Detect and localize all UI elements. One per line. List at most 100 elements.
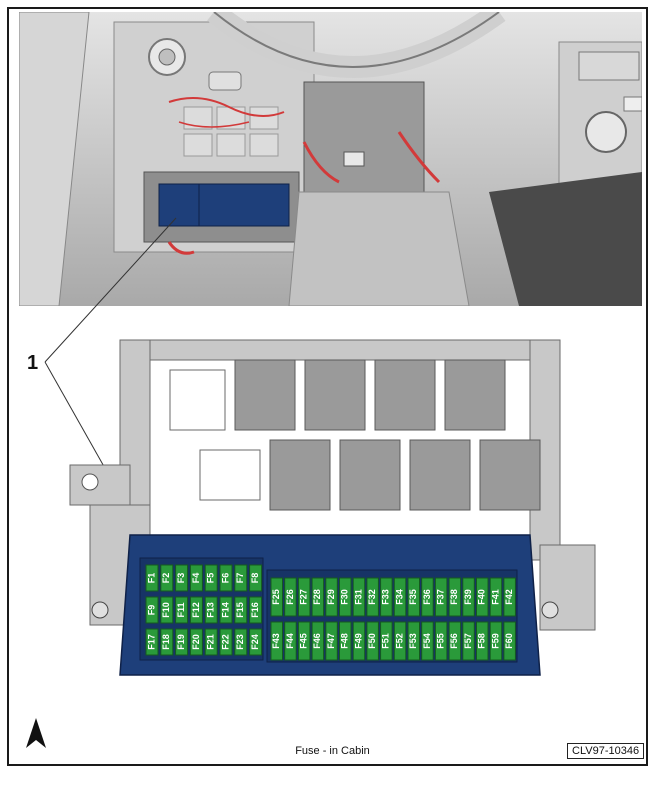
- fuse-f17: F17: [145, 628, 159, 656]
- fuse-f55: F55: [434, 621, 448, 661]
- svg-text:F29: F29: [326, 589, 336, 605]
- svg-text:F31: F31: [353, 589, 363, 605]
- svg-text:F28: F28: [312, 589, 322, 605]
- fuse-f29: F29: [325, 577, 338, 617]
- svg-text:F38: F38: [449, 589, 459, 605]
- fuse-f57: F57: [462, 621, 475, 661]
- fuse-f14: F14: [219, 596, 233, 624]
- svg-text:F50: F50: [367, 633, 377, 649]
- fuse-f18: F18: [160, 628, 174, 656]
- fuse-f52: F52: [393, 621, 407, 661]
- svg-text:F34: F34: [394, 589, 404, 605]
- reference-code: CLV97-10346: [567, 743, 645, 759]
- svg-text:F37: F37: [436, 589, 446, 605]
- svg-text:F52: F52: [394, 633, 404, 649]
- fuse-f40: F40: [476, 577, 489, 617]
- svg-text:F30: F30: [340, 589, 350, 605]
- fuse-f30: F30: [339, 577, 352, 617]
- svg-text:F43: F43: [271, 633, 281, 649]
- svg-text:F26: F26: [285, 589, 295, 605]
- svg-text:F55: F55: [436, 633, 446, 649]
- svg-text:F12: F12: [191, 602, 201, 618]
- svg-text:F4: F4: [191, 573, 201, 584]
- svg-text:F6: F6: [220, 573, 230, 584]
- svg-text:F22: F22: [220, 634, 230, 650]
- fuse-f35: F35: [407, 577, 420, 617]
- fuse-f24: F24: [249, 628, 263, 656]
- svg-text:F7: F7: [235, 573, 245, 584]
- fuse-f22: F22: [219, 628, 233, 656]
- fuse-f49: F49: [352, 621, 366, 661]
- fuse-f42: F42: [503, 577, 516, 617]
- fuse-f11: F11: [175, 596, 189, 624]
- svg-text:F44: F44: [285, 633, 295, 649]
- svg-text:F39: F39: [463, 589, 473, 605]
- fuse-f51: F51: [380, 621, 393, 661]
- north-arrow-icon: [26, 718, 46, 753]
- fuse-f37: F37: [434, 577, 448, 617]
- svg-text:F54: F54: [422, 633, 432, 649]
- svg-text:F1: F1: [146, 573, 156, 584]
- svg-text:F15: F15: [235, 602, 245, 618]
- svg-text:F49: F49: [353, 633, 363, 649]
- svg-text:F41: F41: [490, 589, 500, 605]
- svg-text:F16: F16: [250, 602, 260, 618]
- svg-text:F59: F59: [490, 633, 500, 649]
- svg-text:F57: F57: [463, 633, 473, 649]
- dashboard-illustration: [19, 12, 642, 306]
- fuse-f7: F7: [234, 564, 248, 592]
- fuse-f28: F28: [311, 577, 325, 617]
- diagram-caption: Fuse - in Cabin: [295, 745, 370, 757]
- fuse-f1: F1: [145, 564, 159, 592]
- fuse-f3: F3: [175, 564, 189, 592]
- svg-text:F17: F17: [146, 634, 156, 650]
- fuse-f59: F59: [489, 621, 503, 661]
- fuse-f47: F47: [325, 621, 338, 661]
- fuse-f15: F15: [234, 596, 248, 624]
- fuse-f27: F27: [297, 577, 311, 617]
- svg-text:F48: F48: [340, 633, 350, 649]
- svg-text:F11: F11: [176, 602, 186, 617]
- fuse-f5: F5: [204, 564, 218, 592]
- fuse-f25: F25: [270, 577, 283, 617]
- fuse-f53: F53: [407, 621, 420, 661]
- fuse-f12: F12: [189, 596, 203, 624]
- svg-text:F51: F51: [381, 633, 391, 649]
- fuse-f8: F8: [249, 564, 263, 592]
- fuse-f2: F2: [160, 564, 174, 592]
- fuse-f20: F20: [189, 628, 203, 656]
- fuse-f33: F33: [380, 577, 393, 617]
- svg-text:F10: F10: [161, 602, 171, 618]
- fuse-f6: F6: [219, 564, 233, 592]
- fuse-f48: F48: [339, 621, 352, 661]
- svg-text:F19: F19: [176, 634, 186, 650]
- svg-text:F3: F3: [176, 573, 186, 584]
- fuse-f26: F26: [284, 577, 297, 617]
- fuse-f31: F31: [352, 577, 366, 617]
- fuse-f56: F56: [448, 621, 462, 661]
- svg-text:F14: F14: [220, 602, 230, 618]
- fuse-f34: F34: [393, 577, 407, 617]
- svg-text:F40: F40: [477, 589, 487, 605]
- svg-text:F56: F56: [449, 633, 459, 649]
- fuse-f16: F16: [249, 596, 263, 624]
- fuse-f10: F10: [160, 596, 174, 624]
- svg-text:F33: F33: [381, 589, 391, 605]
- svg-text:F13: F13: [206, 602, 216, 618]
- svg-text:F27: F27: [299, 589, 309, 605]
- fuse-f45: F45: [297, 621, 311, 661]
- fuse-f38: F38: [448, 577, 462, 617]
- fuse-f13: F13: [204, 596, 218, 624]
- fuse-f44: F44: [284, 621, 297, 661]
- svg-text:F32: F32: [367, 589, 377, 605]
- fuse-f58: F58: [476, 621, 489, 661]
- svg-text:F35: F35: [408, 589, 418, 605]
- fuse-f39: F39: [462, 577, 475, 617]
- fuse-f54: F54: [421, 621, 434, 661]
- svg-text:F36: F36: [422, 589, 432, 605]
- fuse-f43: F43: [270, 621, 283, 661]
- fuse-f41: F41: [489, 577, 503, 617]
- svg-text:F60: F60: [504, 633, 514, 649]
- fuse-f36: F36: [421, 577, 434, 617]
